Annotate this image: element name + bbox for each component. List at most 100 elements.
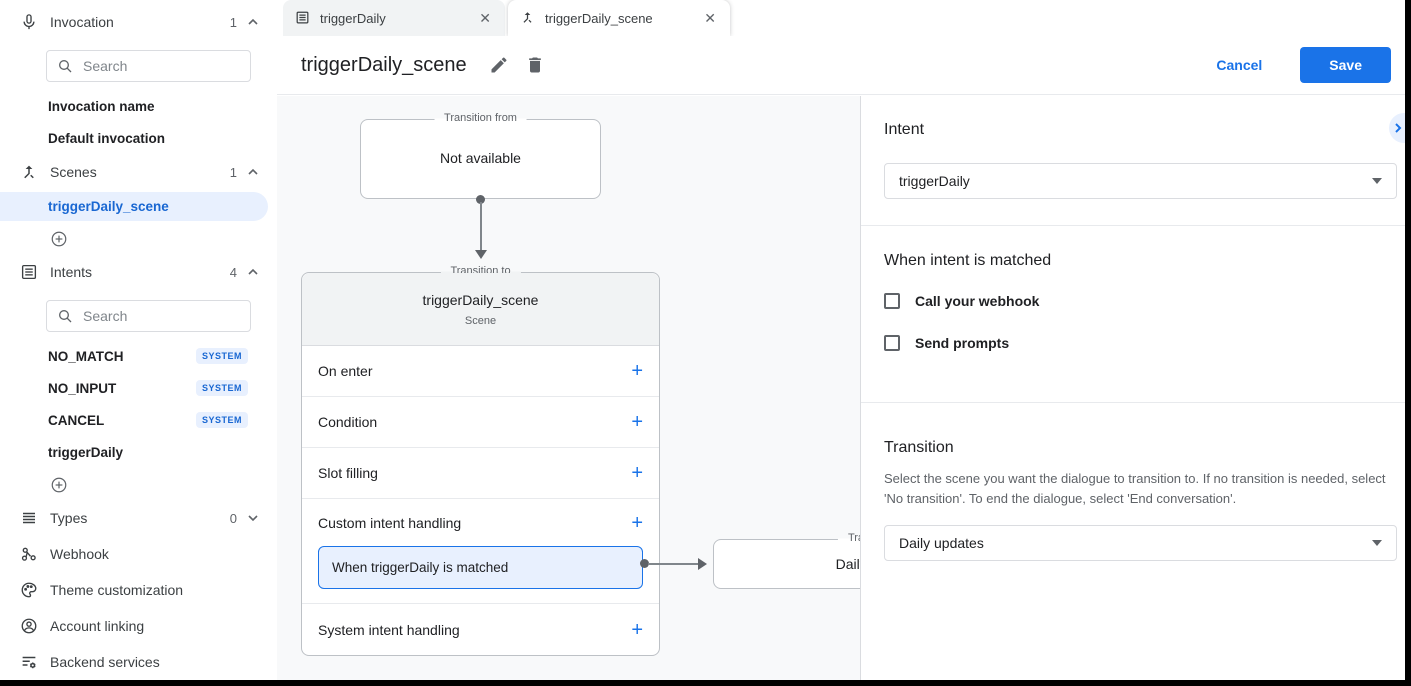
transition-from-content: Not available bbox=[440, 150, 521, 166]
intent-list-icon bbox=[18, 261, 40, 283]
webhook-checkbox-row[interactable]: Call your webhook bbox=[884, 293, 1397, 309]
edit-icon[interactable] bbox=[489, 55, 509, 75]
intent-select[interactable]: triggerDaily bbox=[884, 163, 1397, 199]
section-slot-filling[interactable]: Slot filling + bbox=[302, 448, 659, 499]
transition-target-node[interactable]: Transition to Daily updates bbox=[713, 532, 860, 589]
screenshot-edge bbox=[0, 680, 1411, 686]
types-icon bbox=[18, 507, 40, 529]
connector-line bbox=[648, 563, 699, 565]
sidebar-section-types[interactable]: Types 0 bbox=[0, 503, 277, 533]
tab-triggerdaily-scene[interactable]: triggerDaily_scene ✕ bbox=[508, 0, 730, 40]
arrow-down-icon bbox=[475, 250, 487, 259]
section-on-enter[interactable]: On enter + bbox=[302, 346, 659, 397]
transition-select[interactable]: Daily updates bbox=[884, 525, 1397, 561]
intent-list-icon bbox=[295, 10, 311, 26]
sidebar-item-triggerdaily-scene[interactable]: triggerDaily_scene bbox=[0, 192, 268, 221]
sidebar-section-invocation[interactable]: Invocation 1 bbox=[0, 7, 277, 37]
delete-icon[interactable] bbox=[525, 55, 545, 75]
transition-select-value: Daily updates bbox=[899, 535, 984, 551]
sidebar-item-label: Account linking bbox=[50, 618, 145, 634]
sidebar-item-label: Webhook bbox=[50, 546, 109, 562]
section-custom-intent-handling[interactable]: Custom intent handling + When triggerDai… bbox=[302, 499, 659, 604]
tab-triggerdaily[interactable]: triggerDaily ✕ bbox=[283, 0, 505, 36]
intent-heading: Intent bbox=[884, 121, 925, 138]
scene-card[interactable]: Transition to triggerDaily_scene Scene O… bbox=[301, 265, 660, 656]
connector-line bbox=[480, 202, 482, 250]
sidebar-section-label: Scenes bbox=[50, 164, 97, 180]
close-icon[interactable]: ✕ bbox=[704, 9, 716, 26]
sidebar-item-label: Theme customization bbox=[50, 582, 184, 598]
sidebar-section-intents[interactable]: Intents 4 bbox=[0, 257, 277, 287]
sidebar-item-no-input[interactable]: NO_INPUT bbox=[48, 380, 117, 396]
section-system-intent-handling[interactable]: System intent handling + bbox=[318, 618, 643, 641]
chevron-up-icon[interactable] bbox=[247, 166, 259, 178]
connector-dot bbox=[640, 559, 649, 568]
matched-intent-label: When triggerDaily is matched bbox=[332, 560, 509, 575]
tab-label: triggerDaily_scene bbox=[545, 10, 653, 26]
dropdown-arrow-icon bbox=[1372, 540, 1382, 546]
scene-icon bbox=[520, 10, 536, 26]
connector-dot bbox=[476, 195, 485, 204]
sidebar-section-label: Intents bbox=[50, 264, 93, 280]
sidebar-item-triggerdaily[interactable]: triggerDaily bbox=[48, 444, 124, 460]
add-icon[interactable]: + bbox=[631, 618, 643, 641]
divider bbox=[861, 225, 1405, 226]
chevron-up-icon[interactable] bbox=[247, 266, 259, 278]
account-circle-icon bbox=[18, 615, 40, 637]
sidebar: Invocation 1 Invocation name Default inv… bbox=[0, 0, 277, 680]
invocation-count: 1 bbox=[229, 14, 237, 30]
add-scene-button[interactable] bbox=[50, 230, 68, 248]
sidebar-item-label: Backend services bbox=[50, 654, 160, 670]
system-badge: SYSTEM bbox=[195, 380, 248, 396]
add-intent-button[interactable] bbox=[50, 476, 68, 494]
sidebar-item-webhook[interactable]: Webhook bbox=[0, 539, 277, 569]
call-webhook-checkbox[interactable] bbox=[884, 293, 900, 309]
save-button[interactable]: Save bbox=[1300, 47, 1391, 83]
sidebar-section-label: Types bbox=[50, 510, 88, 526]
chevron-down-icon[interactable] bbox=[247, 512, 259, 524]
sidebar-item-cancel[interactable]: CANCEL bbox=[48, 412, 105, 428]
chevron-up-icon[interactable] bbox=[247, 16, 259, 28]
divider bbox=[861, 402, 1405, 403]
add-icon[interactable]: + bbox=[631, 511, 643, 534]
arrow-right-icon bbox=[698, 558, 707, 570]
microphone-icon bbox=[18, 11, 40, 33]
cancel-button[interactable]: Cancel bbox=[1216, 57, 1263, 73]
transition-from-node[interactable]: Transition from Not available bbox=[360, 112, 601, 199]
sidebar-item-default-invocation[interactable]: Default invocation bbox=[48, 130, 166, 146]
close-icon[interactable]: ✕ bbox=[479, 9, 491, 26]
sidebar-item-account-linking[interactable]: Account linking bbox=[0, 611, 277, 641]
matched-intent-item[interactable]: When triggerDaily is matched bbox=[318, 546, 643, 589]
intents-search[interactable] bbox=[46, 300, 251, 332]
sidebar-item-theme-customization[interactable]: Theme customization bbox=[0, 575, 277, 605]
sidebar-item-backend-services[interactable]: Backend services bbox=[0, 647, 277, 677]
search-icon bbox=[59, 60, 72, 73]
section-condition[interactable]: Condition + bbox=[302, 397, 659, 448]
transition-heading: Transition bbox=[884, 439, 954, 456]
matched-heading: When intent is matched bbox=[884, 252, 1052, 269]
intents-search-input[interactable] bbox=[83, 308, 223, 324]
screenshot-edge bbox=[1405, 0, 1411, 686]
sidebar-item-invocation-name[interactable]: Invocation name bbox=[48, 98, 155, 114]
main-area: triggerDaily ✕ triggerDaily_scene ✕ trig… bbox=[277, 0, 1411, 680]
invocation-search-input[interactable] bbox=[83, 58, 223, 74]
add-icon[interactable]: + bbox=[631, 462, 643, 484]
scene-editor-content: Transition from Not available Transition… bbox=[277, 96, 1411, 680]
add-icon[interactable]: + bbox=[631, 411, 643, 433]
scene-card-title: triggerDaily_scene bbox=[422, 292, 539, 308]
add-icon[interactable]: + bbox=[631, 360, 643, 382]
scene-card-header: triggerDaily_scene Scene bbox=[302, 273, 659, 346]
prompts-checkbox-row[interactable]: Send prompts bbox=[884, 335, 1397, 351]
intent-detail-panel: Intent triggerDaily When intent is match… bbox=[860, 96, 1411, 680]
send-prompts-checkbox[interactable] bbox=[884, 335, 900, 351]
system-badge: SYSTEM bbox=[195, 348, 248, 364]
sidebar-item-no-match[interactable]: NO_MATCH bbox=[48, 348, 124, 364]
node-legend: Transition to bbox=[837, 532, 860, 544]
scene-card-subtitle: Scene bbox=[464, 315, 497, 327]
invocation-search[interactable] bbox=[46, 50, 251, 82]
sidebar-section-scenes[interactable]: Scenes 1 bbox=[0, 157, 277, 187]
tab-label: triggerDaily bbox=[320, 10, 386, 26]
sidebar-section-label: Invocation bbox=[50, 14, 114, 30]
scene-diagram-canvas[interactable]: Transition from Not available Transition… bbox=[277, 96, 860, 680]
webhook-icon bbox=[18, 543, 40, 565]
